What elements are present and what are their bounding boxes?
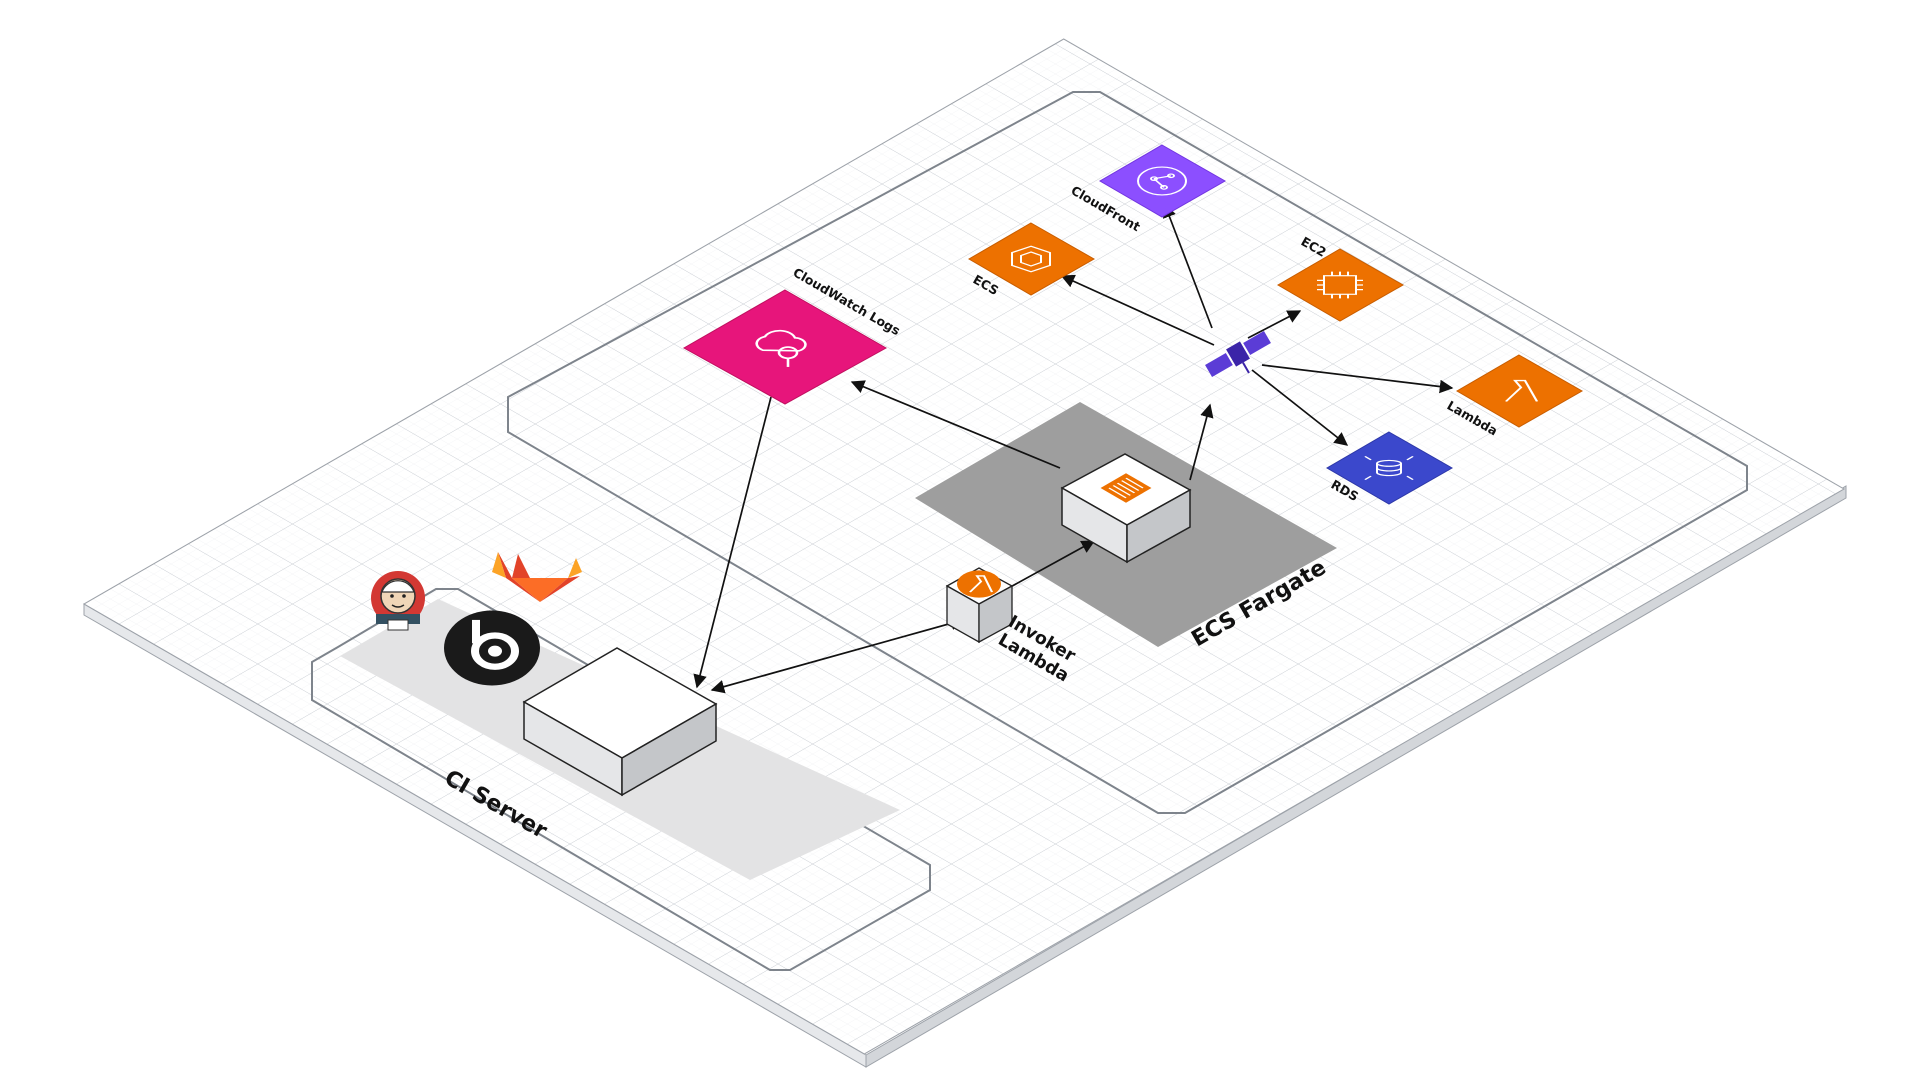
arrow-cloudwatch-to-ci [693,396,772,689]
gitlab-icon [492,552,582,602]
rds-node[interactable]: RDS [1326,431,1454,505]
ecs-icon [1011,245,1051,273]
fargate-task-box[interactable] [1060,453,1192,564]
invoker-lambda-icon [957,570,1001,598]
arrow-invoker-to-fargate [1004,540,1096,591]
arrow-satellite-to-rds [1251,369,1349,446]
rds-icon [1364,455,1414,481]
arrow-fargate-to-cloudwatch [850,380,1061,469]
lambda-icon [1504,379,1539,402]
invoker-lambda-box[interactable] [945,567,1014,644]
ec2-icon [1317,271,1363,299]
arrow-satellite-to-ec2 [1247,310,1302,339]
cloudfront-icon [1137,166,1187,196]
satellite-icon[interactable] [1204,328,1279,390]
jenkins-icon [371,571,425,631]
arrow-satellite-to-cloudfront [1163,203,1213,329]
platform [82,38,1847,1068]
arrow-fargate-to-satellite [1189,403,1214,481]
arrow-ci-invoker [710,616,965,694]
ci-tool-icon [444,610,540,686]
fargate-task-icon [1100,473,1152,503]
arrow-satellite-to-lambda [1261,364,1454,394]
cloudwatch-logs-icon [755,329,807,367]
connections [693,203,1454,694]
arrow-satellite-to-ecs [1060,274,1215,346]
ci-server-box[interactable] [522,647,718,797]
